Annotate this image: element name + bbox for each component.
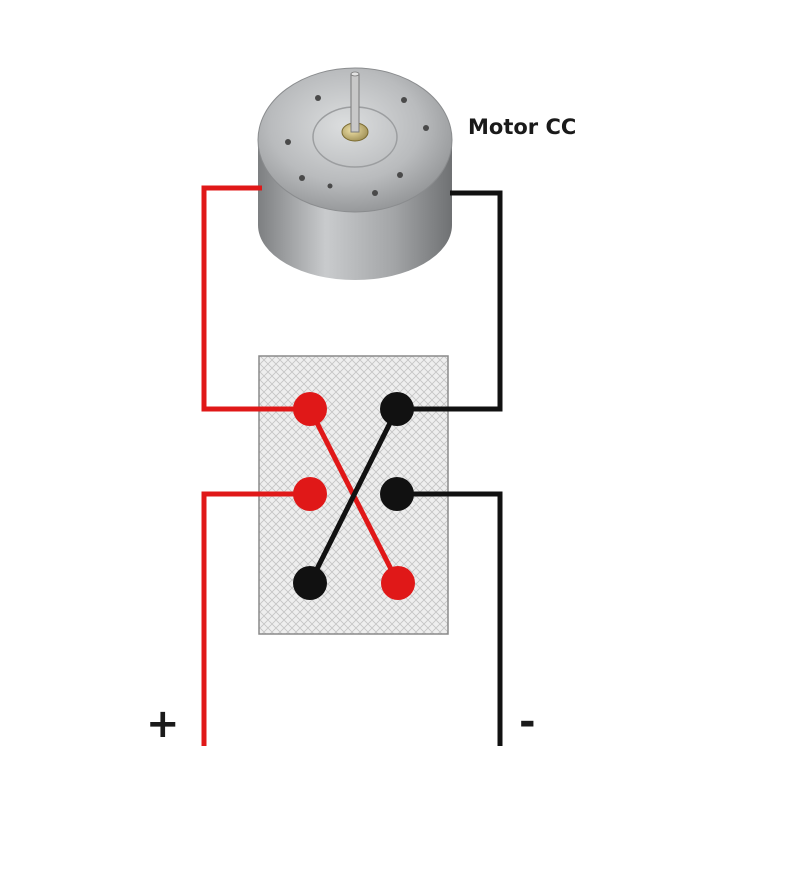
pin-middle-right: [380, 477, 414, 511]
negative-wires: [307, 190, 503, 746]
cross-wire-black: [307, 407, 400, 585]
negative-supply-wire: [397, 491, 503, 746]
motor-label: Motor CC: [468, 115, 577, 139]
pin-middle-left: [293, 477, 327, 511]
switch-pins: [293, 392, 415, 600]
pin-bottom-left: [293, 566, 327, 600]
dc-motor: [257, 67, 453, 280]
motor-red-wire: [201, 185, 310, 412]
positive-supply-wire: [201, 491, 310, 746]
pin-top-right: [380, 392, 414, 426]
pin-top-left: [293, 392, 327, 426]
pin-bottom-right: [381, 566, 415, 600]
motor-holes: [285, 95, 429, 196]
motor-black-wire: [397, 190, 503, 412]
motor-shaft: [350, 71, 360, 133]
positive-terminal-label: +: [146, 701, 180, 747]
negative-terminal-label: -: [519, 699, 536, 745]
